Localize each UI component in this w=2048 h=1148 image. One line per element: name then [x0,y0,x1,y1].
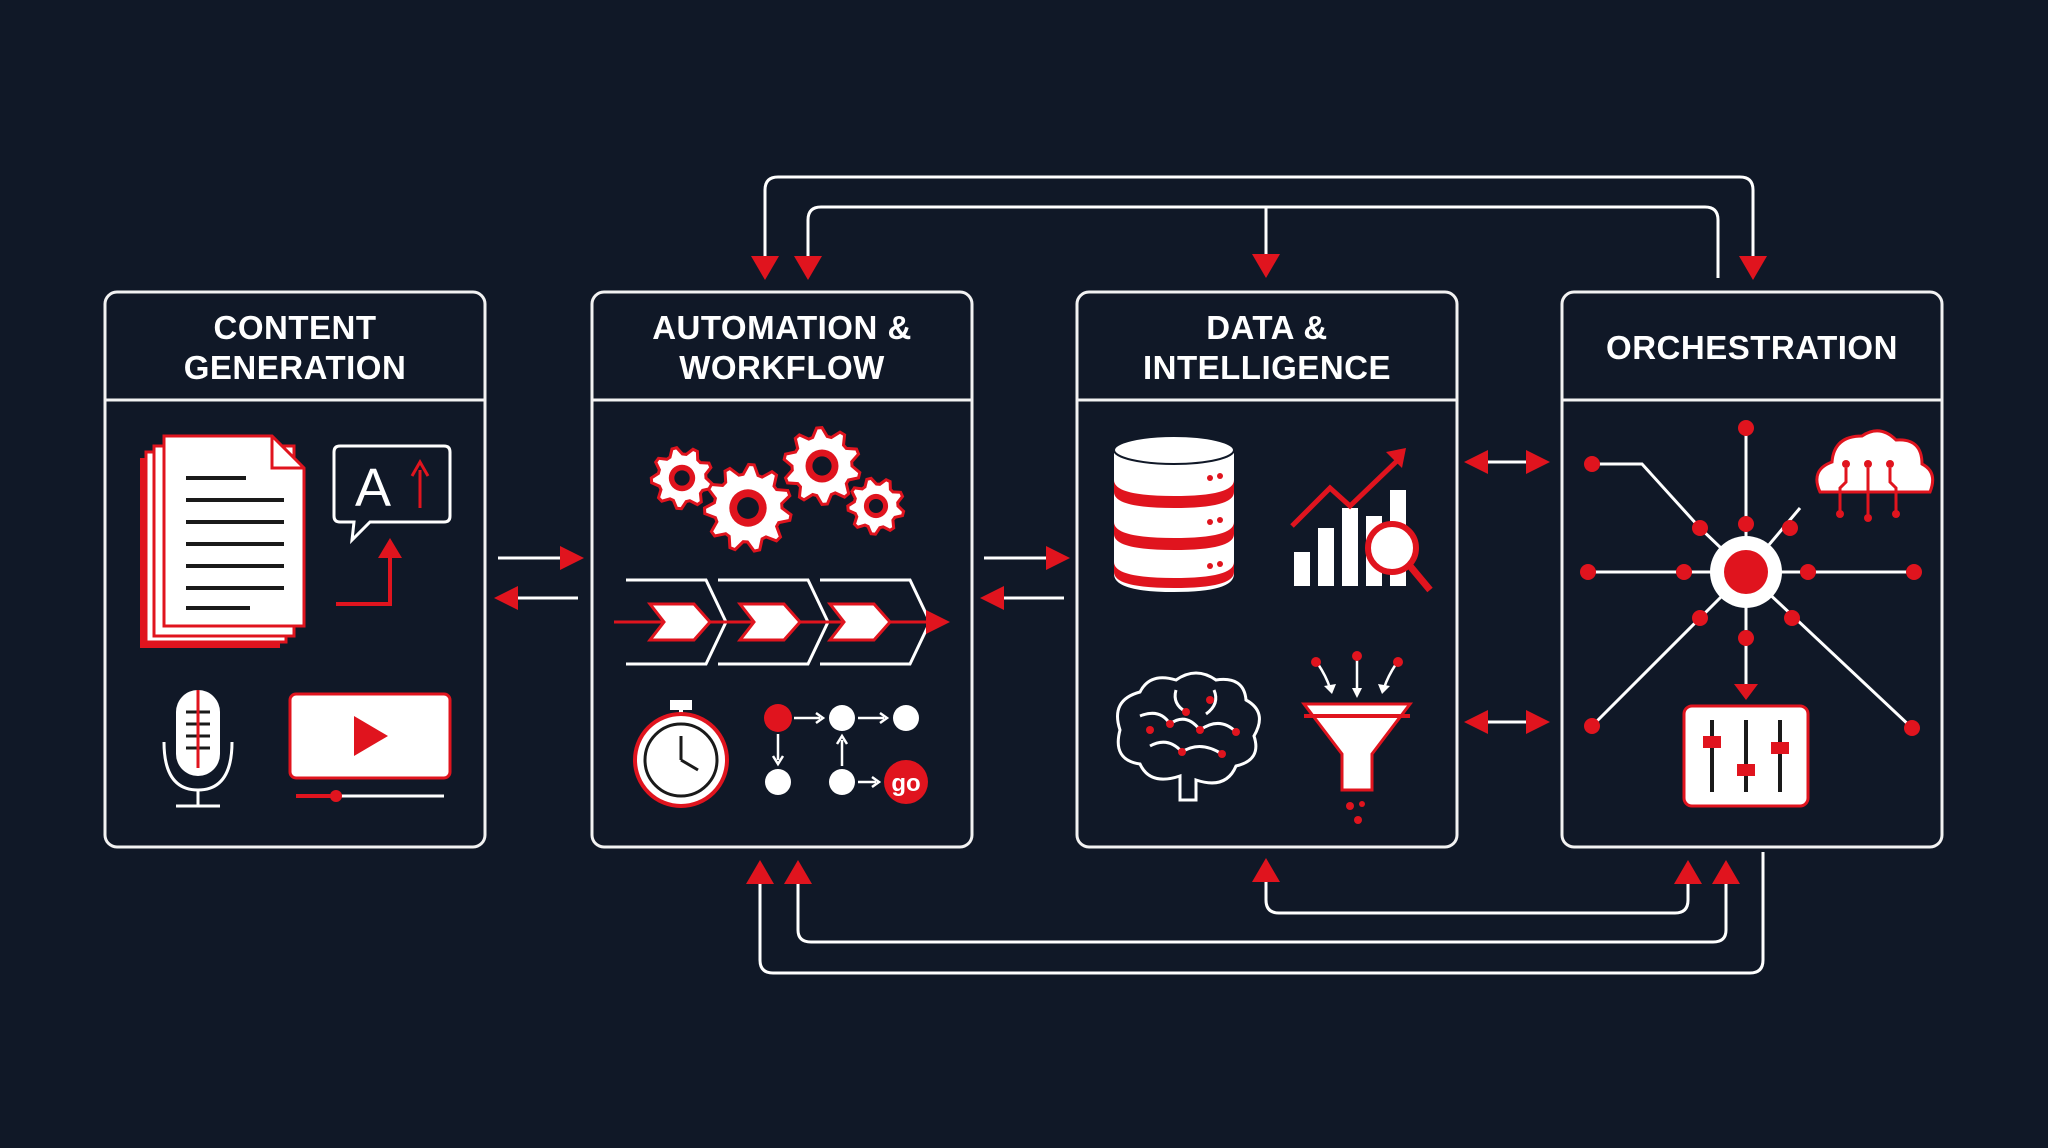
panel-content-generation [103,290,487,849]
feedback-loop-bottom [758,852,1765,975]
panel-title-line1: ORCHESTRATION [1606,329,1898,366]
connector-content-automation [494,546,584,610]
funnel-icon [1300,651,1414,824]
cloud-icon [1815,429,1935,522]
panel-title-line1: DATA & [1206,309,1328,346]
network-hub-icon [1580,420,1922,736]
gear-icon [846,476,906,536]
video-player-icon [288,692,452,802]
mixer-sliders-icon [1682,704,1810,808]
gear-icon [782,426,862,506]
document-stack-icon [140,434,306,648]
stopwatch-icon [633,700,729,808]
feedback-loop-top [763,175,1755,278]
panel-orchestration [1560,290,1944,849]
connector-data-orchestration-bottom [1464,710,1550,734]
gears-icon [649,426,906,553]
flowchart-icon: go [764,704,928,804]
flowchart-go-label: go [891,770,920,797]
panel-title-orchestration: ORCHESTRATION [1562,300,1942,396]
microphone-icon [162,690,234,808]
panel-title-line1: CONTENT [213,309,377,346]
brain-icon [1116,671,1261,802]
connector-automation-data [980,546,1070,610]
feedback-arrowheads-top [751,254,1767,280]
gear-icon [649,446,714,511]
panel-title-data-intelligence: DATA &INTELLIGENCE [1077,300,1457,396]
panel-title-automation-workflow: AUTOMATION &WORKFLOW [592,300,972,396]
panel-title-line2: INTELLIGENCE [1142,349,1391,386]
panel-title-line2: GENERATION [183,349,407,386]
text-icon-letter: A [355,458,391,518]
pipeline-icon [614,578,950,666]
panel-title-line2: WORKFLOW [679,349,885,386]
panel-data-intelligence [1075,290,1459,849]
text-ai-icon: A [332,444,452,606]
gear-icon [702,462,793,553]
analytics-chart-icon [1290,448,1433,593]
panel-title-line1: AUTOMATION & [652,309,912,346]
connector-data-orchestration-top [1464,450,1550,474]
panel-automation-workflow [590,290,974,849]
database-icon [1113,435,1235,592]
feedback-arrowheads-bottom [746,858,1740,884]
